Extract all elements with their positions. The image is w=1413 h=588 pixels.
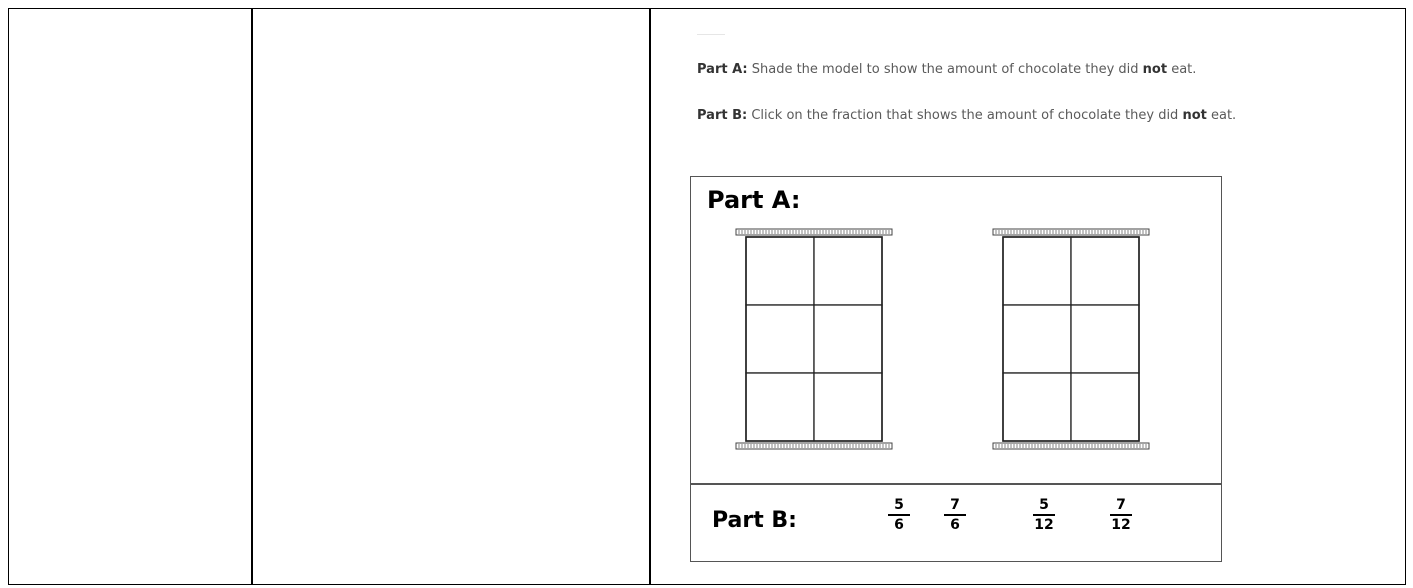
chocolate-cell[interactable] bbox=[1070, 372, 1140, 442]
fraction-numerator: 5 bbox=[894, 497, 904, 513]
fraction-bar bbox=[888, 514, 910, 516]
chocolate-cell[interactable] bbox=[813, 236, 883, 306]
fraction-option-4[interactable]: 7 12 bbox=[1106, 497, 1136, 533]
chocolate-cell[interactable] bbox=[813, 372, 883, 442]
chocolate-grid-svg bbox=[992, 228, 1150, 450]
chocolate-cell[interactable] bbox=[1002, 304, 1072, 374]
fraction-option-1[interactable]: 5 6 bbox=[884, 497, 914, 533]
fraction-numerator: 7 bbox=[1116, 497, 1126, 513]
table-column-divider bbox=[251, 9, 253, 584]
instruction-part-b-end: eat. bbox=[1211, 108, 1237, 123]
table-column-divider bbox=[649, 9, 651, 584]
fraction-numerator: 7 bbox=[950, 497, 960, 513]
fraction-numerator: 5 bbox=[1039, 497, 1049, 513]
instruction-part-a-emphasis: not bbox=[1142, 62, 1168, 77]
fraction-denominator: 6 bbox=[894, 516, 904, 533]
fraction-denominator: 6 bbox=[950, 516, 960, 533]
fraction-bar bbox=[1110, 514, 1132, 516]
decorative-line bbox=[697, 34, 725, 35]
fraction-bar bbox=[944, 514, 966, 516]
chocolate-grid-svg bbox=[735, 228, 893, 450]
part-b-title: Part B: bbox=[712, 508, 797, 533]
fraction-denominator: 12 bbox=[1034, 516, 1054, 533]
instruction-part-a-text: Shade the model to show the amount of ch… bbox=[751, 62, 1139, 77]
instruction-part-b-label: Part B: bbox=[697, 108, 748, 123]
fraction-option-2[interactable]: 7 6 bbox=[940, 497, 970, 533]
chocolate-model-right[interactable] bbox=[991, 225, 1151, 455]
chocolate-cell[interactable] bbox=[745, 372, 815, 442]
chocolate-cell[interactable] bbox=[745, 236, 815, 306]
instruction-part-a-label: Part A: bbox=[697, 62, 748, 77]
chocolate-cell[interactable] bbox=[745, 304, 815, 374]
chocolate-cell[interactable] bbox=[1070, 304, 1140, 374]
question-panel: Part A: Part B: 5 6 7 6 5 12 7 12 bbox=[690, 176, 1222, 562]
panel-divider bbox=[691, 483, 1221, 485]
chocolate-frame bbox=[1002, 236, 1140, 442]
instruction-part-b-text: Click on the fraction that shows the amo… bbox=[751, 108, 1179, 123]
fraction-denominator: 12 bbox=[1111, 516, 1131, 533]
chocolate-frame bbox=[745, 236, 883, 442]
outer-table bbox=[8, 8, 1406, 585]
instruction-part-a-end: eat. bbox=[1171, 62, 1197, 77]
chocolate-cell[interactable] bbox=[1002, 372, 1072, 442]
instruction-part-b: Part B: Click on the fraction that shows… bbox=[697, 108, 1236, 123]
instruction-part-a: Part A: Shade the model to show the amou… bbox=[697, 62, 1196, 77]
instruction-part-b-emphasis: not bbox=[1182, 108, 1207, 123]
chocolate-cell[interactable] bbox=[813, 304, 883, 374]
part-a-title: Part A: bbox=[707, 186, 801, 214]
fraction-bar bbox=[1033, 514, 1055, 516]
chocolate-cell[interactable] bbox=[1002, 236, 1072, 306]
chocolate-model-left[interactable] bbox=[734, 225, 894, 455]
chocolate-cell[interactable] bbox=[1070, 236, 1140, 306]
fraction-option-3[interactable]: 5 12 bbox=[1029, 497, 1059, 533]
